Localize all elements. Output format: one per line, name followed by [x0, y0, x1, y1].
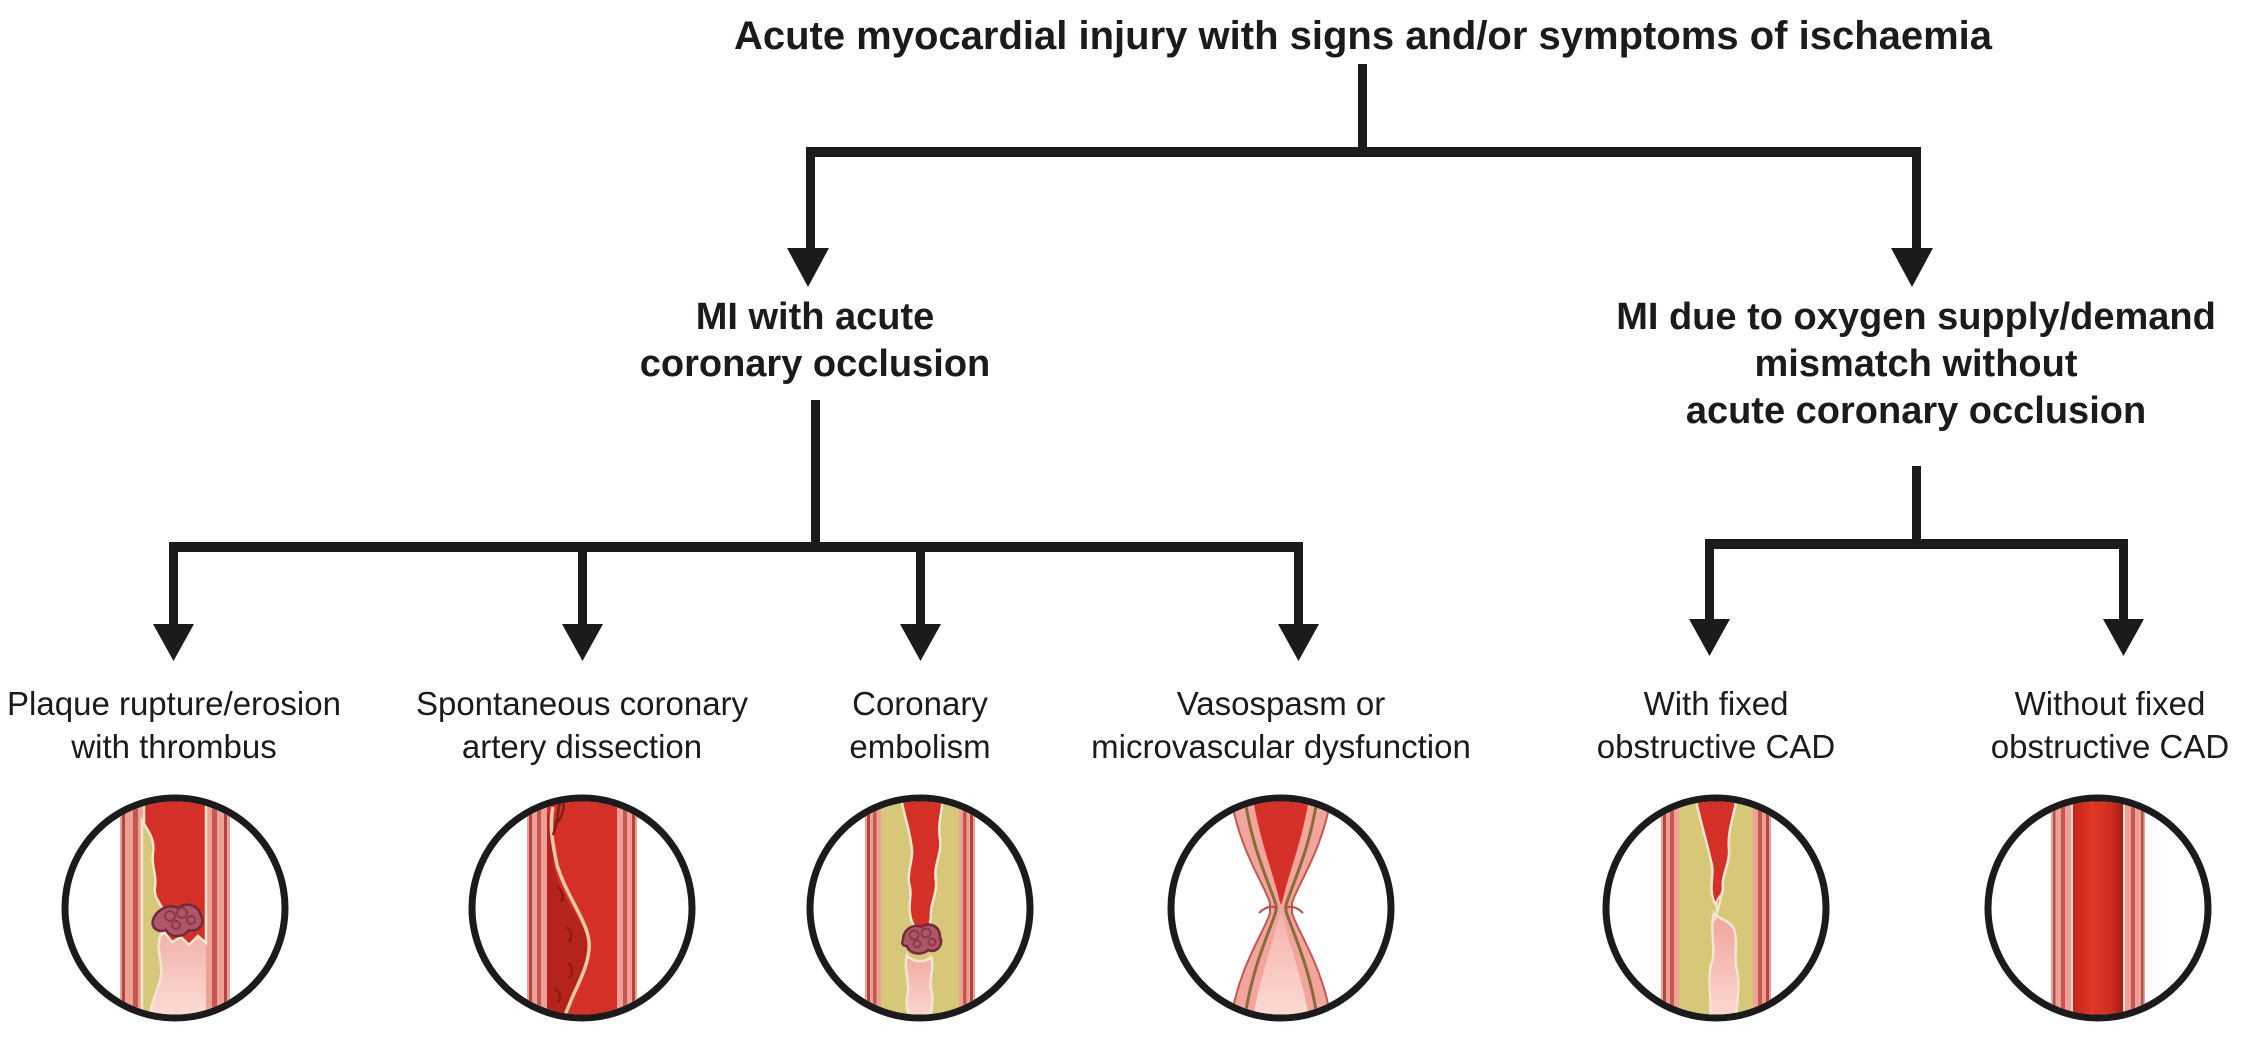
distal-lumen [1707, 910, 1740, 1015]
vessel-wall [1661, 801, 1771, 1015]
artery-vasospasm-icon [1167, 794, 1395, 1022]
leaf-label-plaque-rupture: Plaque rupture/erosion with thrombus [7, 685, 341, 765]
connector-mismatch-branch [1689, 466, 2144, 656]
vessel-wall [865, 801, 975, 1015]
arrow-down-icon [1278, 624, 1319, 661]
false-lumen-hematoma [547, 811, 589, 1015]
leaf-label-vasospasm: Vasospasm or microvascular dysfunction [1091, 685, 1471, 765]
connector-root [787, 64, 1933, 287]
arrow-down-icon [1689, 619, 1730, 656]
artery-fixed-stenosis-icon [1602, 794, 1830, 1022]
arrow-down-icon [153, 624, 194, 661]
vessel-wall [2051, 801, 2145, 1015]
artery-plaque-rupture-thrombus-icon [61, 794, 289, 1022]
arrow-down-icon [1891, 248, 1933, 287]
blood-red-lumen [1691, 801, 1741, 913]
distal-lumen [904, 952, 934, 1015]
blood-red-lumen [1252, 801, 1310, 905]
stenosis-channel [1711, 894, 1722, 924]
intimal-tear [556, 801, 565, 824]
arrow-down-icon [900, 624, 941, 661]
leaf-label-without-fixed-cad: Without fixed obstructive CAD [1990, 685, 2230, 765]
leaf-label-with-fixed-cad: With fixed obstructive CAD [1596, 685, 1836, 765]
intimal-tear [551, 801, 564, 836]
connector-occlusion-branch [153, 400, 1319, 661]
arrow-down-icon [562, 624, 603, 661]
distal-lumen [1252, 911, 1310, 1015]
vessel-wall [527, 801, 637, 1015]
branch-label-acute-occlusion: MI with acute coronary occlusion [639, 296, 991, 385]
arrow-down-icon [2103, 619, 2144, 656]
root-node-label: Acute myocardial injury with signs and/o… [733, 14, 1993, 58]
thrombus [151, 903, 204, 938]
branch-label-supply-demand-mismatch: MI due to oxygen supply/demand mismatch … [1616, 296, 2216, 432]
vessel-wall [120, 801, 230, 1015]
blood-red-lumen [2073, 801, 2123, 1015]
artery-normal-icon [1984, 794, 2212, 1022]
hematoma-marks [554, 885, 574, 1003]
embolus [900, 923, 943, 955]
leaf-label-dissection: Spontaneous coronary artery dissection [415, 685, 749, 765]
artery-dissection-icon [468, 794, 696, 1022]
spasm-wrinkles [1258, 905, 1304, 914]
leaf-label-embolism: Coronary embolism [849, 685, 991, 765]
intimal-flap [549, 806, 591, 1015]
artery-embolism-icon [806, 794, 1034, 1022]
arrow-down-icon [787, 248, 829, 287]
